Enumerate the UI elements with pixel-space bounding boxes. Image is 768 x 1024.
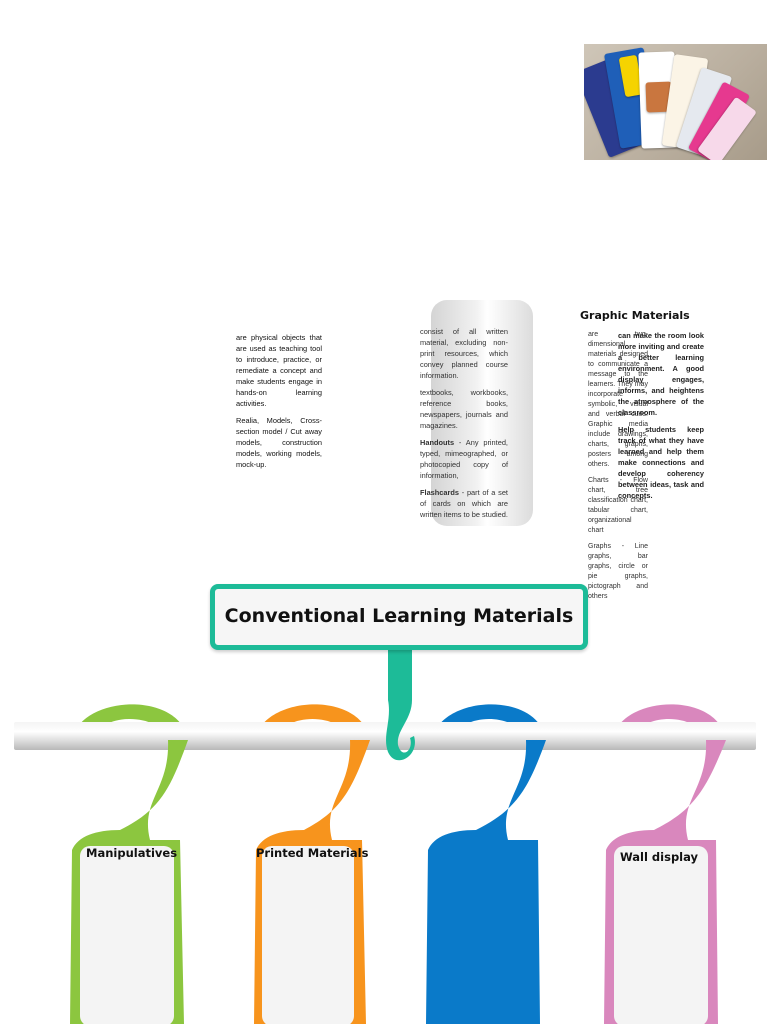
handouts-text: - Any printed, typed, mimeographed, or p… — [420, 438, 508, 480]
hook-blue-top — [432, 704, 546, 740]
main-title-box: Conventional Learning Materials — [210, 584, 588, 650]
manipulatives-definition: are physical objects that are used as te… — [236, 333, 322, 408]
printed-materials-panel — [431, 300, 533, 526]
flashcards-term: Flashcards — [420, 488, 460, 497]
hook-label-wall-display: Wall display — [620, 850, 699, 864]
printed-examples: textbooks, workbooks, reference books, n… — [420, 388, 508, 430]
flashcards-text: - part of a set of cards on which are wr… — [420, 488, 508, 519]
hook-green-card — [80, 846, 174, 1024]
wall-display-text: can make the room look more inviting and… — [618, 330, 704, 507]
hook-label-printed: Printed Materials — [256, 846, 369, 860]
manipulatives-examples: Realia, Models, Cross-section model / Cu… — [236, 416, 322, 469]
hook-green-top — [72, 704, 188, 740]
handouts-item: Handouts - Any printed, typed, mimeograp… — [420, 437, 508, 481]
hook-pink-card — [614, 846, 708, 1024]
hanger-rod — [14, 722, 756, 750]
graphic-materials-text: are two-dimensional materials designed t… — [588, 330, 648, 608]
title-connector — [386, 644, 415, 761]
manipulatives-text: are physical objects that are used as te… — [236, 332, 322, 476]
wall-display-purpose: Help students keep track of what they ha… — [618, 425, 704, 500]
hook-orange-card — [262, 846, 354, 1024]
graphic-definition: are two-dimensional materials designed t… — [588, 331, 648, 468]
graphic-materials-title: Graphic Materials — [580, 309, 690, 322]
handouts-term: Handouts — [420, 438, 455, 447]
graphic-charts: Charts - Flow chart, tree classification… — [588, 477, 648, 534]
printed-definition: consist of all written material, excludi… — [420, 327, 508, 380]
graphic-graphs: Graphs - Line graphs, bar graphs, circle… — [588, 543, 648, 600]
hook-pink-top — [612, 704, 726, 740]
flashcards-item: Flashcards - part of a set of cards on w… — [420, 487, 508, 520]
hook-orange-top — [255, 704, 370, 740]
printed-materials-text: consist of all written material, excludi… — [420, 326, 508, 526]
main-title: Conventional Learning Materials — [224, 605, 574, 627]
printed-materials-photo — [584, 44, 767, 160]
hook-blue-body — [426, 740, 546, 1024]
wall-display-benefit: can make the room look more inviting and… — [618, 331, 704, 417]
hook-label-manipulatives: Manipulatives — [86, 846, 178, 860]
